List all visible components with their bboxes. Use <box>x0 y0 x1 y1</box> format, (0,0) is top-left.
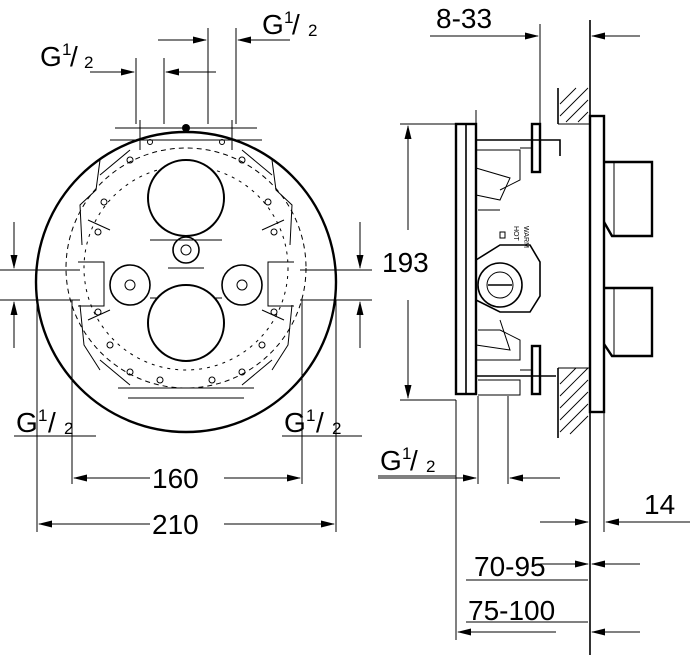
svg-text:/: / <box>48 407 56 438</box>
svg-text:/: / <box>70 41 78 72</box>
marker-warm: WARM <box>522 226 529 248</box>
side-view: WARM HOT <box>454 20 654 655</box>
dimension-160: 160 <box>152 463 199 494</box>
marker-hot: HOT <box>512 226 519 242</box>
svg-text:/: / <box>316 407 324 438</box>
right-connection-boss <box>221 264 263 306</box>
thread-label-bottom-right: G 1 / 2 <box>284 406 341 438</box>
thread-label-top-left: G 1 / 2 <box>40 40 93 72</box>
svg-text:1: 1 <box>38 406 47 425</box>
svg-text:1: 1 <box>402 444 411 463</box>
wall-hatching-bottom <box>559 367 589 435</box>
svg-text:/: / <box>410 445 418 476</box>
dimension-8-33: 8-33 <box>436 3 492 34</box>
svg-text:G: G <box>16 407 38 438</box>
thread-label-top-right: G 1 / 2 <box>262 8 317 40</box>
svg-text:2: 2 <box>332 419 341 438</box>
frame-lattice <box>65 120 307 399</box>
thread-label-side: G 1 / 2 <box>380 444 435 476</box>
wall-hatching-top <box>559 87 589 123</box>
thread-label-bottom-left: G 1 / 2 <box>16 406 73 438</box>
svg-text:2: 2 <box>84 53 93 72</box>
lower-valve-port <box>147 284 225 362</box>
svg-text:2: 2 <box>308 21 317 40</box>
dimension-210: 210 <box>152 509 199 540</box>
side-dimensions <box>378 24 690 640</box>
svg-text:/: / <box>292 9 300 40</box>
svg-text:G: G <box>380 445 402 476</box>
svg-text:G: G <box>40 41 62 72</box>
svg-text:G: G <box>284 407 306 438</box>
svg-text:1: 1 <box>306 406 315 425</box>
center-screw <box>172 236 200 264</box>
dimension-14: 14 <box>644 489 675 520</box>
lattice-holes <box>94 124 278 384</box>
svg-text:2: 2 <box>64 419 73 438</box>
dimension-75-100: 75-100 <box>468 595 555 626</box>
front-dimensions <box>0 28 372 532</box>
left-connection-boss <box>109 264 151 306</box>
svg-text:2: 2 <box>426 457 435 476</box>
svg-text:1: 1 <box>284 8 293 27</box>
dimension-70-95: 70-95 <box>474 551 546 582</box>
side-view-connector <box>477 262 523 308</box>
upper-valve-port <box>147 159 225 237</box>
front-view <box>34 120 338 434</box>
dimension-193: 193 <box>382 247 429 278</box>
svg-text:1: 1 <box>62 40 71 59</box>
svg-text:G: G <box>262 9 284 40</box>
